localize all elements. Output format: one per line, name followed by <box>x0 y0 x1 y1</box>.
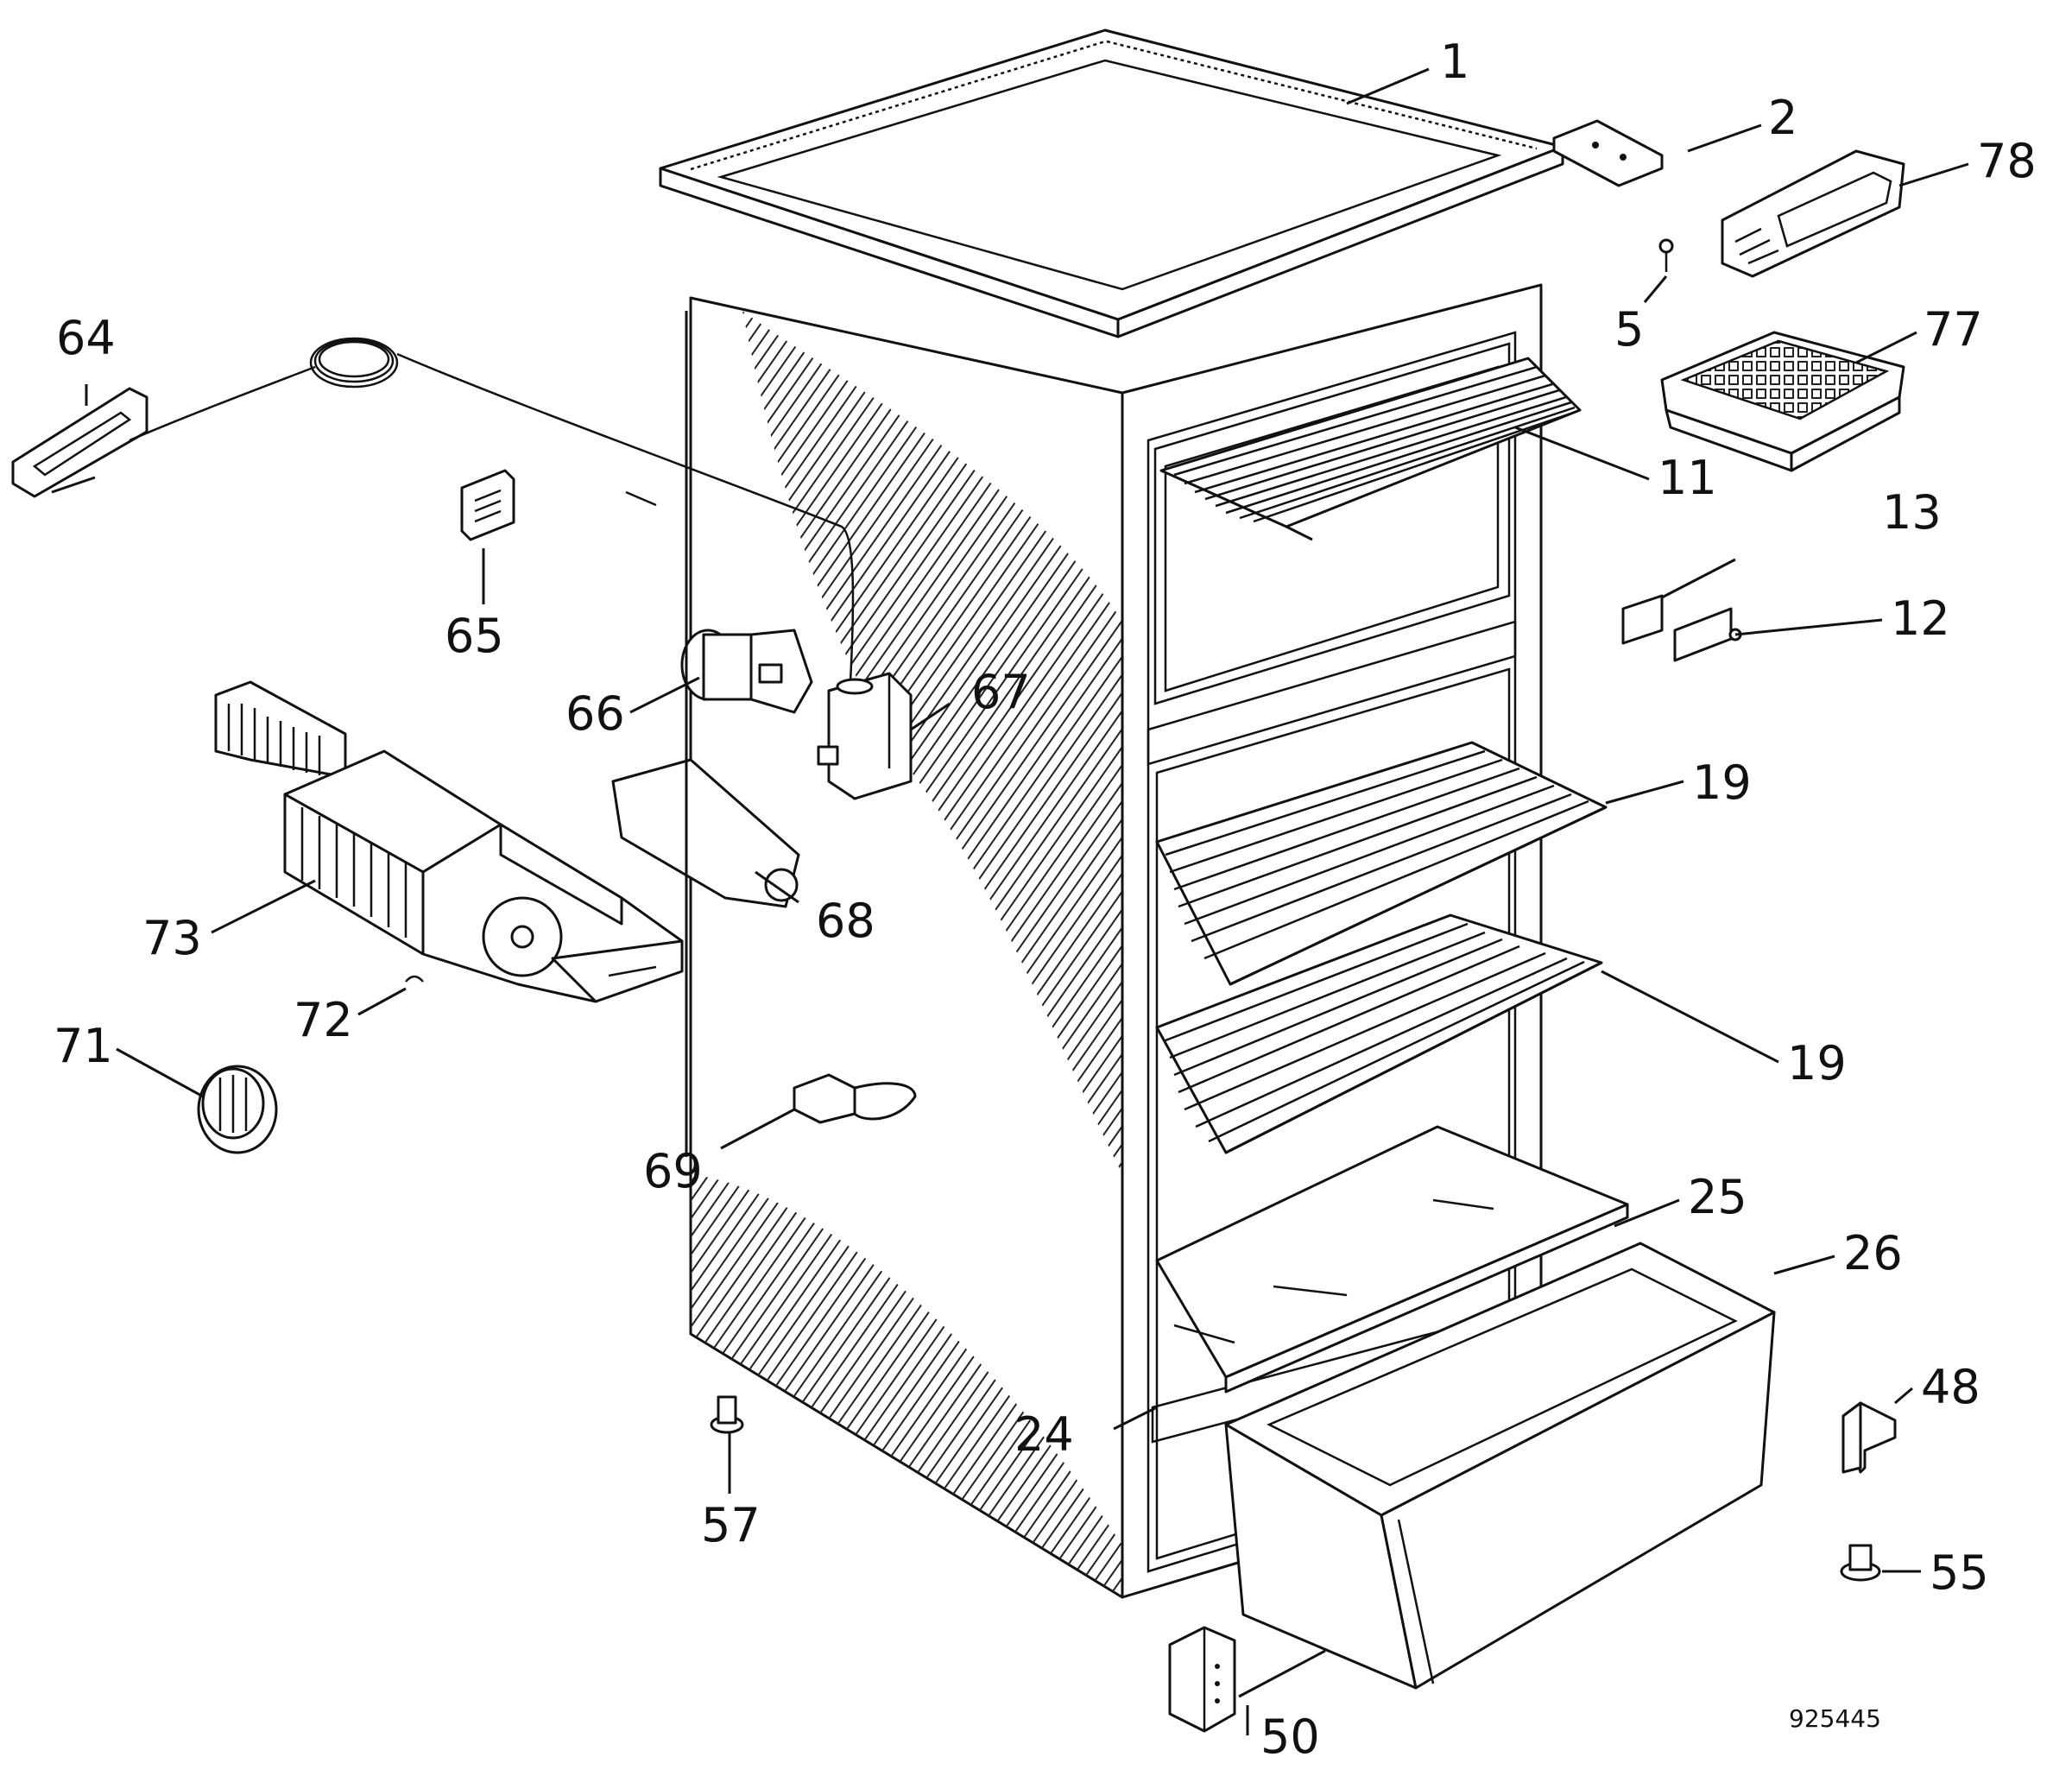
ice-scraper-78 <box>1721 149 1905 278</box>
callout-68: 68 <box>816 894 875 948</box>
callout-25: 25 <box>1688 1170 1747 1224</box>
callout-48: 48 <box>1921 1360 1980 1414</box>
callout-72: 72 <box>294 993 353 1047</box>
callout-73: 73 <box>142 911 202 965</box>
callout-19-upper: 19 <box>1692 755 1752 810</box>
lamp-holder-66 <box>680 629 813 714</box>
callout-66: 66 <box>565 686 625 741</box>
bracket-12 <box>1673 607 1742 662</box>
callout-13: 13 <box>1882 485 1942 540</box>
callout-labels: 1 2 78 5 77 11 13 12 19 19 25 26 24 48 5… <box>54 35 2037 1764</box>
callout-12: 12 <box>1891 591 1950 646</box>
callout-65: 65 <box>445 609 504 663</box>
capillary-tube <box>129 337 855 683</box>
screw-5 <box>1658 238 1674 272</box>
top-panel <box>659 28 1564 338</box>
plinth-50 <box>1168 1626 1236 1733</box>
clip-72 <box>405 975 424 983</box>
crisper-drawer <box>1224 1242 1776 1690</box>
heater-plate-68 <box>611 758 800 908</box>
callout-57: 57 <box>701 1498 761 1552</box>
hinge-48 <box>1841 1401 1897 1474</box>
plate-13 <box>1621 594 1664 645</box>
fridge-wire-shelf-upper <box>1155 741 1608 986</box>
clip-69 <box>793 1073 917 1124</box>
connector-65 <box>460 469 515 541</box>
callout-5: 5 <box>1614 302 1644 357</box>
callout-67: 67 <box>971 665 1031 719</box>
foot-55 <box>1840 1544 1881 1582</box>
callout-19-lower: 19 <box>1787 1036 1847 1090</box>
callout-71: 71 <box>54 1019 113 1073</box>
reference-number: 925445 <box>1789 1704 1881 1733</box>
leader-lines <box>85 67 1969 1735</box>
callout-69: 69 <box>643 1144 703 1198</box>
fridge-wire-shelf-lower <box>1155 913 1603 1154</box>
hinge-bracket-2 <box>1552 119 1664 187</box>
callout-24: 24 <box>1014 1407 1074 1462</box>
thermostat-67 <box>817 672 913 800</box>
callout-78: 78 <box>1977 134 2037 188</box>
callout-1: 1 <box>1440 35 1469 89</box>
freezer-wire-shelf <box>1159 357 1582 541</box>
callout-11: 11 <box>1658 451 1717 505</box>
callout-64: 64 <box>56 311 116 365</box>
callout-77: 77 <box>1924 302 1983 357</box>
knob-71 <box>197 1065 278 1154</box>
callout-26: 26 <box>1843 1226 1903 1280</box>
lamp-cover-64 <box>11 387 148 498</box>
glass-shelf <box>1155 1125 1629 1394</box>
foot-57 <box>710 1395 744 1434</box>
ice-cube-tray-77 <box>1660 331 1905 472</box>
callout-50: 50 <box>1260 1710 1320 1764</box>
callout-55: 55 <box>1930 1545 1989 1600</box>
thermostat-housing-73 <box>214 680 684 1003</box>
callout-2: 2 <box>1768 91 1797 145</box>
